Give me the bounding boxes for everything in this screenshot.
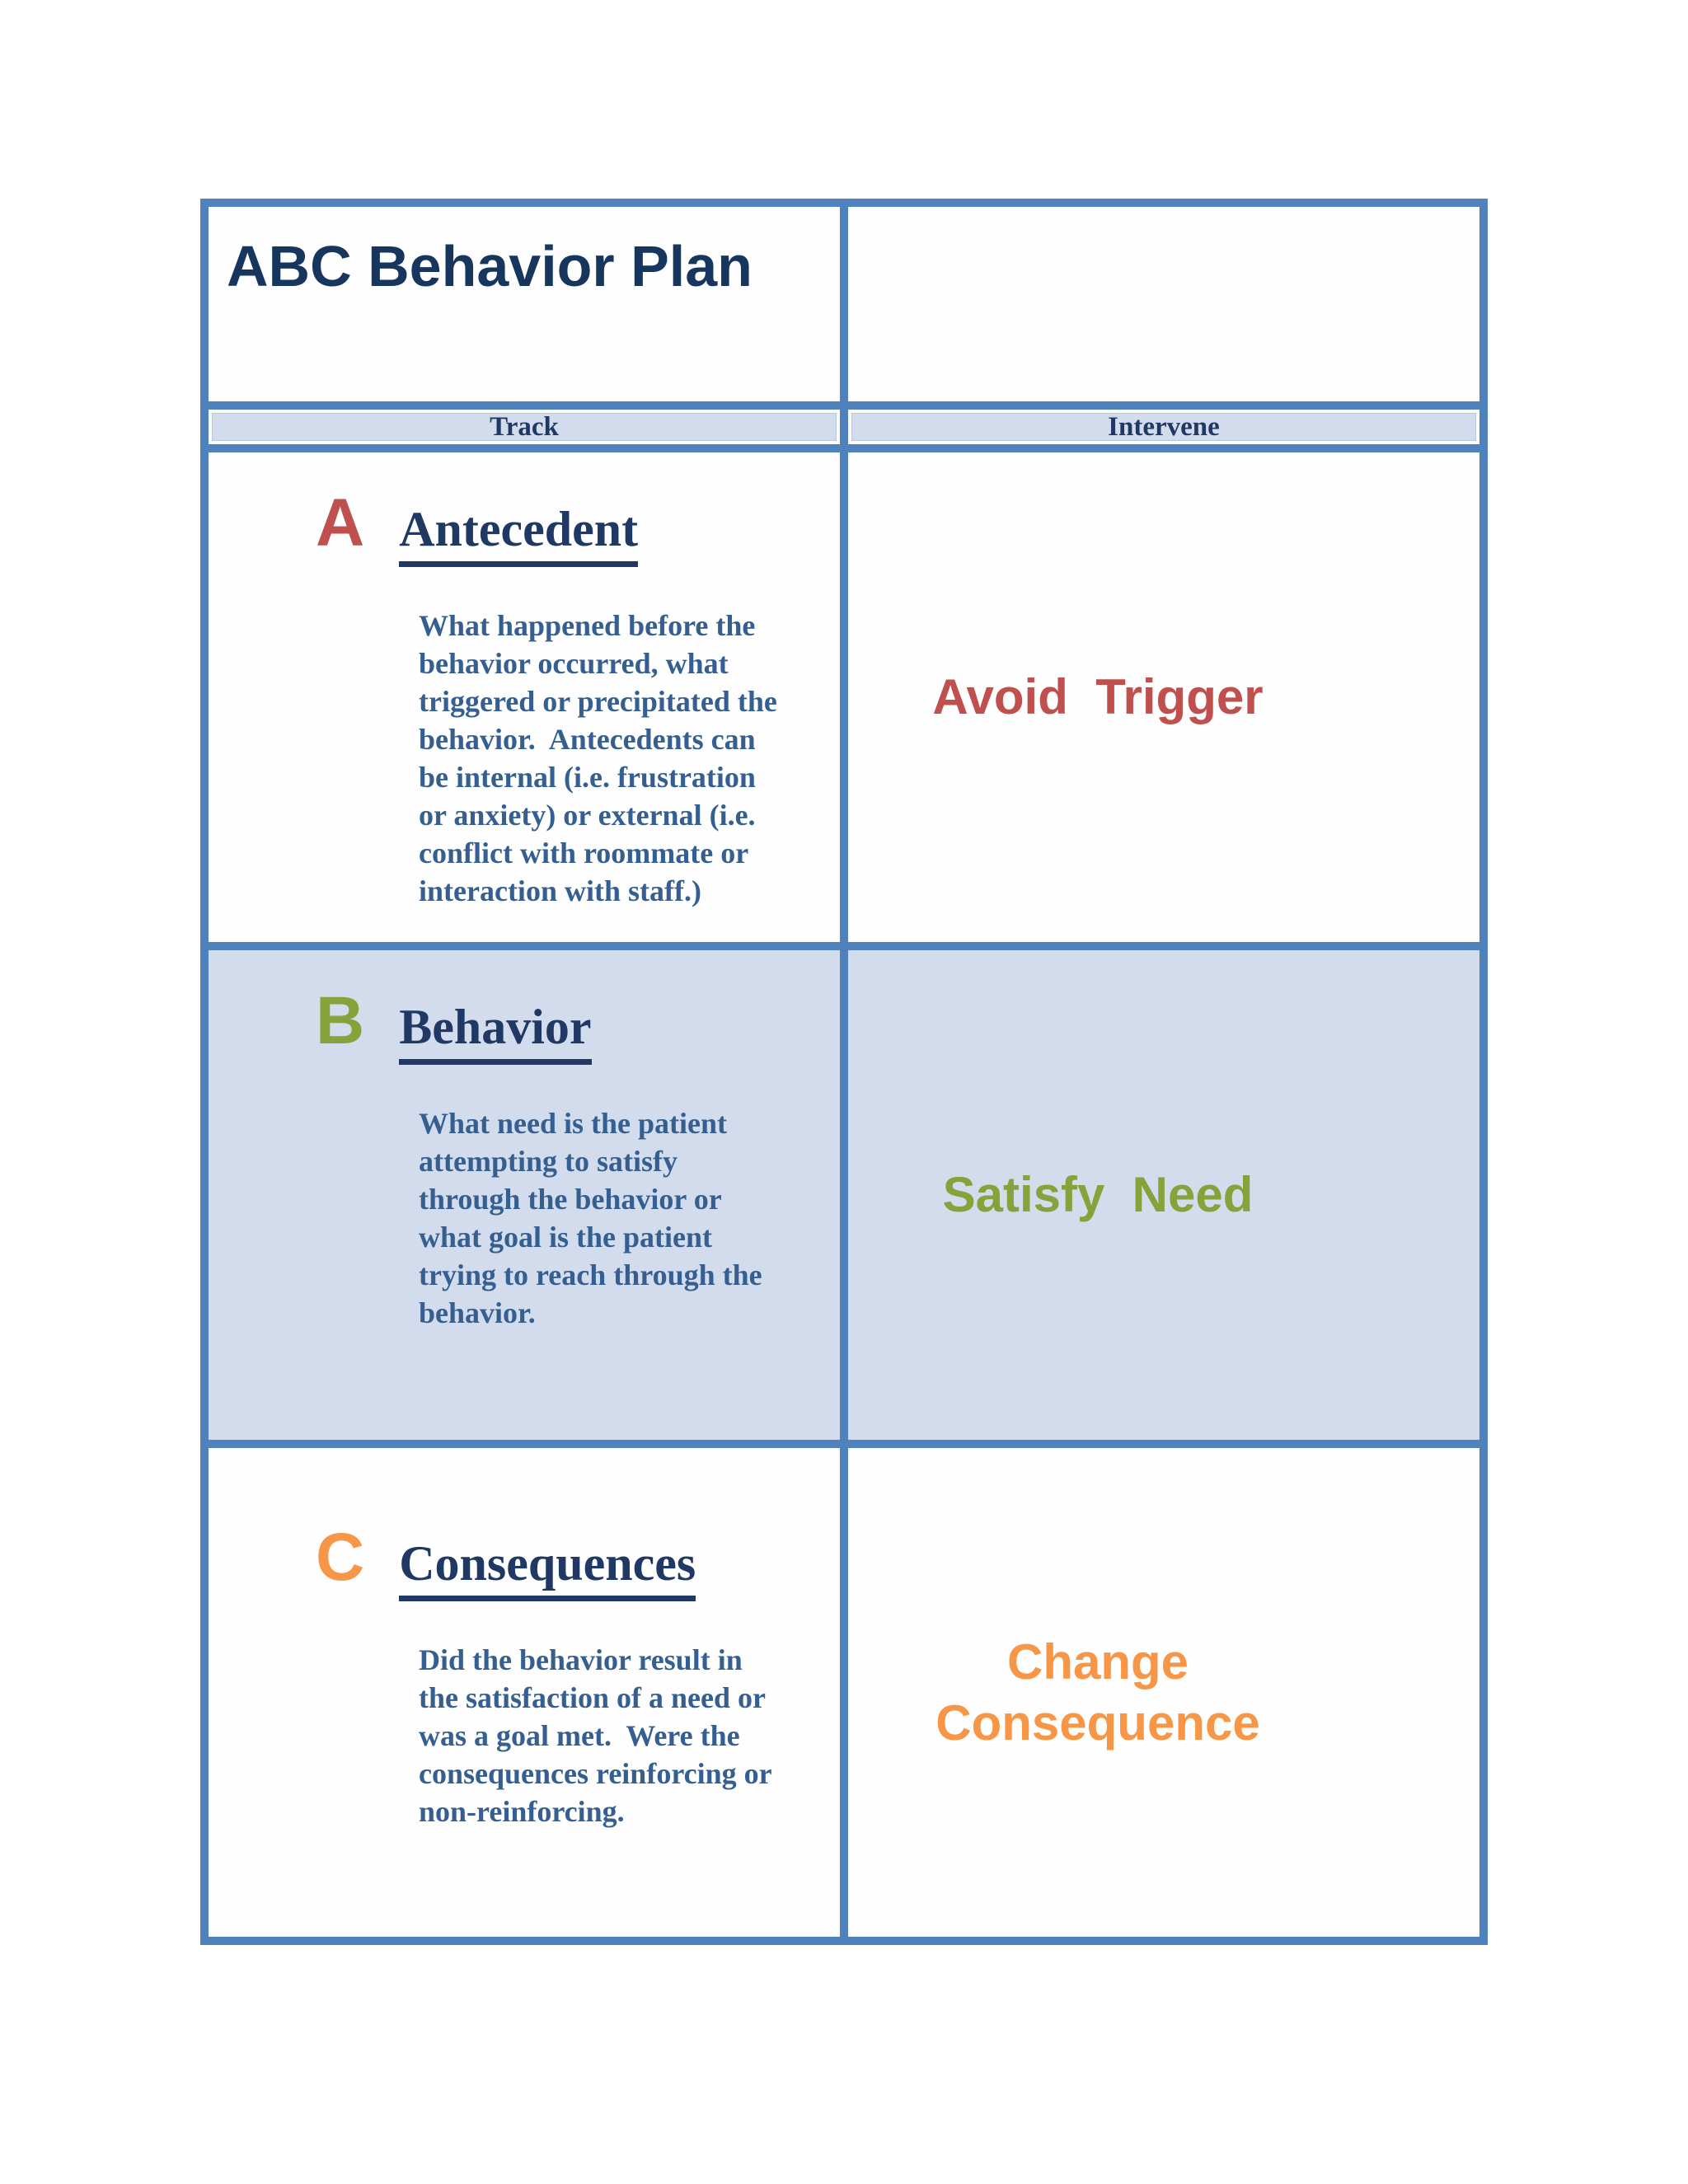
track-header-cell: Track bbox=[209, 410, 840, 444]
consequences-intervene-cell: Change Consequence bbox=[848, 1448, 1479, 1937]
consequences-heading-line: C Consequences bbox=[316, 1524, 840, 1601]
behavior-intervene-cell: Satisfy Need bbox=[848, 950, 1479, 1440]
antecedent-letter: A bbox=[316, 485, 365, 560]
behavior-intervention-label: Satisfy Need bbox=[942, 1167, 1254, 1223]
consequences-intervention-label: Change Consequence bbox=[935, 1634, 1260, 1750]
consequences-letter: C bbox=[316, 1520, 365, 1595]
intervene-header-cell: Intervene bbox=[848, 410, 1479, 444]
consequences-heading: Consequences bbox=[399, 1539, 696, 1601]
behavior-heading: Behavior bbox=[399, 1002, 592, 1065]
intervene-header-label: Intervene bbox=[1108, 411, 1220, 442]
behavior-track-cell: B Behavior What need is the patient atte… bbox=[209, 950, 840, 1440]
behavior-plan-table: ABC Behavior Plan Track Intervene A Ante… bbox=[200, 199, 1488, 1945]
antecedent-intervention-label: Avoid Trigger bbox=[932, 669, 1264, 725]
behavior-heading-line: B Behavior bbox=[316, 987, 840, 1065]
consequences-description: Did the behavior result in the satisfact… bbox=[419, 1643, 772, 1828]
behavior-letter: B bbox=[316, 983, 365, 1058]
title-spacer-cell bbox=[848, 207, 1479, 401]
behavior-description: What need is the patient attempting to s… bbox=[419, 1107, 762, 1329]
antecedent-heading: Antecedent bbox=[399, 504, 639, 567]
track-header-band: Track bbox=[212, 411, 837, 442]
antecedent-intervene-cell: Avoid Trigger bbox=[848, 452, 1479, 942]
page-title: ABC Behavior Plan bbox=[227, 234, 753, 298]
antecedent-track-cell: A Antecedent What happened before the be… bbox=[209, 452, 840, 942]
consequences-track-cell: C Consequences Did the behavior result i… bbox=[209, 1448, 840, 1937]
antecedent-description: What happened before the behavior occurr… bbox=[419, 609, 777, 907]
intervene-header-band: Intervene bbox=[851, 411, 1476, 442]
antecedent-heading-line: A Antecedent bbox=[316, 490, 840, 567]
track-header-label: Track bbox=[490, 411, 559, 442]
title-cell: ABC Behavior Plan bbox=[209, 207, 840, 401]
